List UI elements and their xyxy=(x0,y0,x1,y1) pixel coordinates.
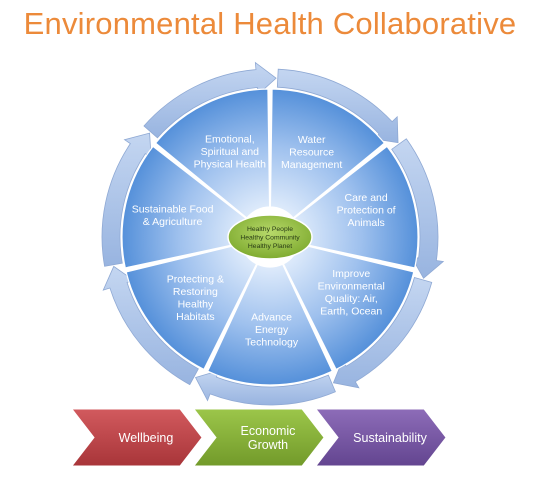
chevron-sustainability xyxy=(314,408,447,467)
segment-label-line: Physical Health xyxy=(194,158,267,170)
page-title: Environmental Health Collaborative xyxy=(23,6,517,41)
segment-label-line: Advance xyxy=(251,311,292,323)
segment-label-line: Protection of xyxy=(337,204,396,216)
segment-label-line: Technology xyxy=(245,336,299,348)
segment-label-line: Quality: Air, xyxy=(325,293,378,305)
cycle-arrow-water xyxy=(276,68,399,144)
hub-label-line: Healthy People xyxy=(247,226,293,233)
segment-label-line: Energy xyxy=(255,324,289,336)
chevron-label-line: Sustainability xyxy=(353,431,427,445)
chevron-label-wellbeing: Wellbeing xyxy=(119,431,174,445)
segment-water xyxy=(269,88,386,219)
segment-label-line: & Agriculture xyxy=(143,216,203,228)
segment-label-line: Restoring xyxy=(173,286,218,298)
cycle-arrow-food xyxy=(101,132,152,267)
segment-label-line: Improve xyxy=(332,268,370,280)
segment-label-line: Animals xyxy=(347,217,384,229)
segment-label-line: Resource xyxy=(289,147,334,159)
center-hub xyxy=(227,214,313,260)
segment-label-line: Earth, Ocean xyxy=(320,306,382,318)
hub-label-line: Healthy Community xyxy=(240,235,300,242)
chevron-economic-growth xyxy=(192,408,325,467)
segment-label-line: Care and xyxy=(345,192,388,204)
hub-label-line: Healthy Planet xyxy=(248,243,292,250)
chevron-wellbeing xyxy=(70,408,203,467)
segment-label-line: Water xyxy=(298,134,326,146)
segment-label-line: Spiritual and xyxy=(201,146,260,158)
segment-energy xyxy=(206,263,334,386)
cycle-arrow-animals xyxy=(391,138,445,279)
chevron-label-line: Growth xyxy=(248,438,288,452)
segment-label-line: Management xyxy=(281,159,342,171)
chevron-label-line: Economic xyxy=(241,424,296,438)
cycle-arrow-quality xyxy=(332,276,433,389)
segment-emotional xyxy=(154,88,271,219)
chevron-label-sustainability: Sustainability xyxy=(353,431,427,445)
cycle-arrow-energy xyxy=(194,369,336,406)
segment-label-line: Emotional, xyxy=(205,133,255,145)
segment-label-food: Sustainable Food& Agriculture xyxy=(132,203,214,228)
segment-label-line: Healthy xyxy=(178,299,214,311)
segment-label-line: Habitats xyxy=(176,311,215,323)
chevron-label-line: Wellbeing xyxy=(119,431,174,445)
cycle-arrow-emotional xyxy=(143,61,277,139)
segment-label-line: Environmental xyxy=(318,281,385,293)
cycle-arrow-habitats xyxy=(102,265,199,386)
segment-label-line: Sustainable Food xyxy=(132,203,214,215)
segment-label-line: Protecting & xyxy=(167,274,224,286)
